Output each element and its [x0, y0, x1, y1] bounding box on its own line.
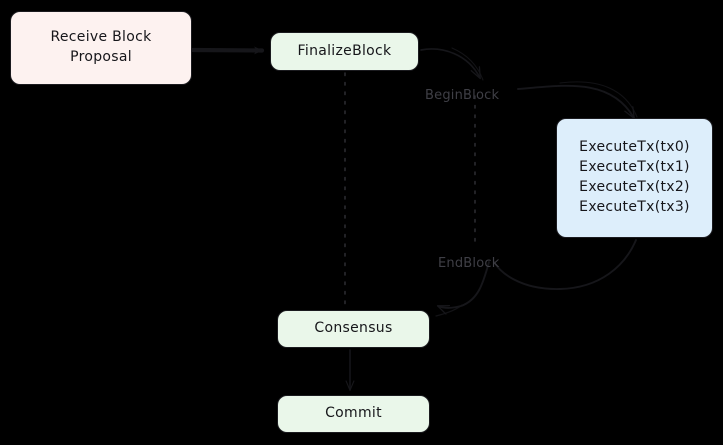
edge-label-end-block: EndBlock — [438, 256, 500, 271]
node-label-execute-tx-list: ExecuteTx(tx0) ExecuteTx(tx1) ExecuteTx(… — [579, 139, 690, 215]
node-execute-tx-list[interactable]: ExecuteTx(tx0) ExecuteTx(tx1) ExecuteTx(… — [556, 118, 713, 238]
node-consensus[interactable]: Consensus — [277, 310, 430, 348]
node-label-consensus: Consensus — [314, 320, 393, 337]
node-label-finalize-block: FinalizeBlock — [297, 42, 392, 59]
node-receive-block-proposal[interactable]: Receive Block Proposal — [10, 11, 192, 85]
edge-proposal-to-finalize — [190, 46, 265, 55]
node-label-commit: Commit — [325, 405, 382, 422]
edge-executetx-to-endblock — [493, 239, 637, 290]
node-commit[interactable]: Commit — [277, 395, 430, 433]
edge-finalize-to-beginblock — [420, 47, 484, 81]
edge-beginblock-to-executetx — [517, 81, 638, 118]
node-label-receive-block-proposal: Receive Block Proposal — [50, 29, 152, 65]
node-finalize-block[interactable]: FinalizeBlock — [270, 32, 419, 71]
edge-label-begin-block: BeginBlock — [425, 88, 500, 103]
edge-endblock-to-consensus — [435, 261, 490, 317]
